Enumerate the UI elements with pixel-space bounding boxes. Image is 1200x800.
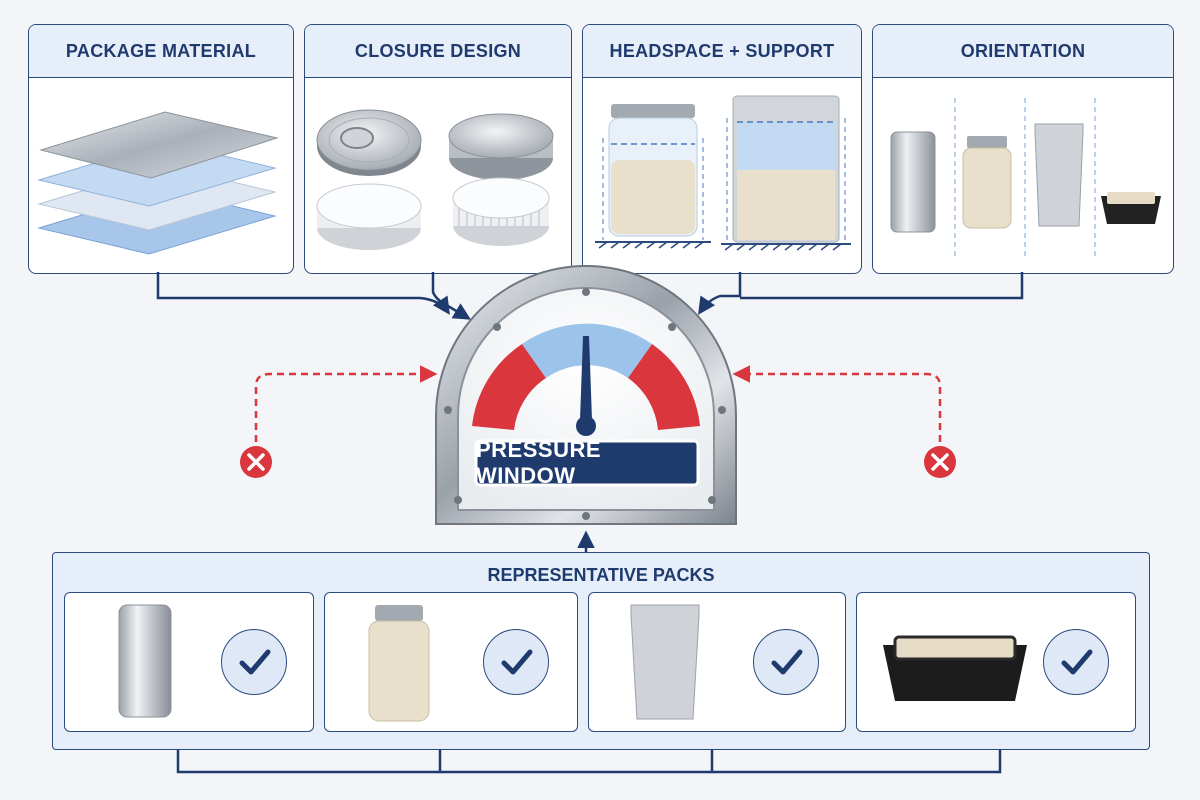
tray-icon xyxy=(883,635,1027,701)
connector-top-far-right xyxy=(740,272,1024,300)
closures-image xyxy=(305,78,571,273)
pouch-headspace-icon xyxy=(721,95,851,251)
ribbed-plastic-cap-icon xyxy=(452,177,550,246)
pack-card-jar xyxy=(324,592,578,732)
tray-flat-icon xyxy=(1101,192,1161,224)
jar-headspace-icon xyxy=(595,104,711,249)
panel-title: ORIENTATION xyxy=(873,25,1173,78)
white-plastic-cap-icon xyxy=(316,183,422,250)
pack-card-can xyxy=(64,592,314,732)
pull-tab-lid-icon xyxy=(316,109,422,176)
jar-icon xyxy=(368,605,430,722)
blocked-left-icon xyxy=(240,446,272,478)
pressure-window-label: PRESSURE WINDOW xyxy=(476,437,602,488)
headspace-image xyxy=(583,78,861,273)
blocked-left-path xyxy=(254,365,438,442)
can-icon xyxy=(118,604,172,718)
blocked-right-path xyxy=(732,365,942,442)
jar-upright-icon xyxy=(962,136,1012,229)
pouch-upright-icon xyxy=(1034,123,1084,227)
material-layers-image xyxy=(29,78,293,273)
panel-headspace-support: HEADSPACE + SUPPORT xyxy=(582,24,862,274)
representative-packs-title: REPRESENTATIVE PACKS xyxy=(487,565,715,585)
metal-screw-cap-icon xyxy=(448,113,554,180)
can-upright-icon xyxy=(890,131,936,233)
panel-package-material: PACKAGE MATERIAL xyxy=(28,24,294,274)
panel-closure-design: CLOSURE DESIGN xyxy=(304,24,572,274)
pack-card-tray xyxy=(856,592,1136,732)
connector-top-mid xyxy=(431,272,472,320)
blocked-right-icon xyxy=(924,446,956,478)
check-icon xyxy=(1043,629,1109,695)
panel-title: PACKAGE MATERIAL xyxy=(29,25,293,78)
panel-title: HEADSPACE + SUPPORT xyxy=(583,25,861,78)
connector-top-right xyxy=(698,272,742,315)
orientation-image xyxy=(873,78,1173,273)
check-icon xyxy=(483,629,549,695)
pack-card-pouch xyxy=(588,592,846,732)
panel-title: CLOSURE DESIGN xyxy=(305,25,571,78)
connector-top-left xyxy=(156,272,450,315)
check-icon xyxy=(753,629,819,695)
panel-orientation: ORIENTATION xyxy=(872,24,1174,274)
pouch-icon xyxy=(630,604,700,720)
layer-1-metal xyxy=(39,111,279,179)
check-icon xyxy=(221,629,287,695)
